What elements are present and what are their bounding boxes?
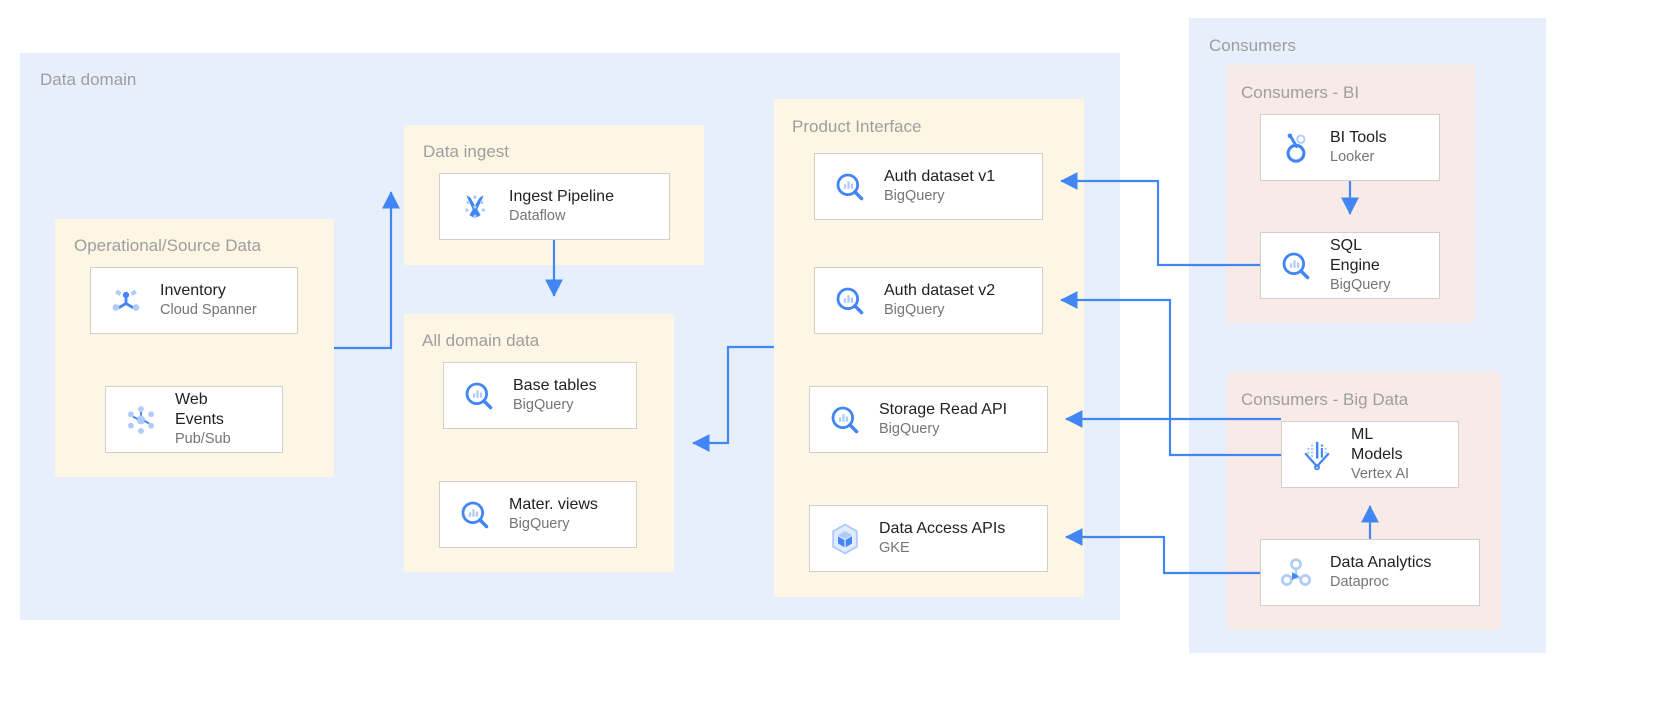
bigquery-icon [829,280,871,322]
dataproc-icon [1275,552,1317,594]
card-data-access-apis-subtitle: GKE [879,540,910,556]
card-data-analytics-title: Data Analytics [1330,554,1432,571]
card-auth-dataset-v2[interactable]: Auth dataset v2 BigQuery [814,267,1043,334]
card-auth-dataset-v1[interactable]: Auth dataset v1 BigQuery [814,153,1043,220]
card-data-analytics-subtitle: Dataproc [1330,574,1389,590]
bigquery-icon [829,166,871,208]
card-sql-engine[interactable]: SQL Engine BigQuery [1260,232,1440,299]
group-operational-source-data-label: Operational/Source Data [74,236,262,255]
looker-icon [1275,127,1317,169]
card-auth-dataset-v2-title: Auth dataset v2 [884,282,996,299]
card-mater-views-subtitle: BigQuery [509,516,570,532]
card-storage-read-api-subtitle: BigQuery [879,421,940,437]
card-bi-tools-title: BI Tools [1330,129,1387,146]
group-consumers-big-data-label: Consumers - Big Data [1241,390,1409,409]
card-mater-views-title: Mater. views [509,496,598,513]
card-auth-dataset-v2-subtitle: BigQuery [884,302,945,318]
card-sql-engine-subtitle: BigQuery [1330,277,1391,293]
card-data-analytics[interactable]: Data Analytics Dataproc [1260,539,1480,606]
card-ingest-pipeline-title: Ingest Pipeline [509,188,614,205]
card-ml-models-subtitle: Vertex AI [1351,466,1410,482]
vertex-ai-icon [1296,434,1338,476]
group-consumers-label: Consumers [1209,36,1296,55]
gke-icon [824,518,866,560]
bigquery-icon [1275,245,1317,287]
group-consumers-bi-label: Consumers - BI [1241,83,1360,102]
card-bi-tools[interactable]: BI Tools Looker [1260,114,1440,181]
card-web-events-title: Web Events [175,391,224,428]
group-product-interface-label: Product Interface [792,117,922,136]
card-inventory-subtitle: Cloud Spanner [160,302,257,318]
bigquery-icon [454,494,496,536]
card-mater-views[interactable]: Mater. views BigQuery [439,481,637,548]
card-base-tables[interactable]: Base tables BigQuery [443,362,637,429]
card-storage-read-api-title: Storage Read API [879,401,1008,418]
card-ml-models[interactable]: ML Models Vertex AI [1281,421,1459,488]
card-base-tables-subtitle: BigQuery [513,397,574,413]
group-all-domain-data-label: All domain data [422,331,540,350]
card-data-access-apis-title: Data Access APIs [879,520,1006,537]
card-sql-engine-title: SQL Engine [1330,237,1380,274]
bigquery-icon [824,399,866,441]
card-ml-models-title: ML Models [1351,426,1403,463]
pubsub-icon [120,399,162,441]
card-inventory-title: Inventory [160,282,226,299]
card-web-events-subtitle: Pub/Sub [175,431,231,447]
card-auth-dataset-v1-title: Auth dataset v1 [884,168,996,185]
bigquery-icon [458,375,500,417]
group-data-domain-label: Data domain [40,70,137,89]
group-data-ingest-label: Data ingest [423,142,509,161]
card-bi-tools-subtitle: Looker [1330,149,1375,165]
dataflow-icon [454,186,496,228]
card-inventory[interactable]: Inventory Cloud Spanner [90,267,298,334]
cloud-spanner-icon [105,280,147,322]
card-web-events[interactable]: Web Events Pub/Sub [105,386,283,453]
card-auth-dataset-v1-subtitle: BigQuery [884,188,945,204]
card-data-access-apis[interactable]: Data Access APIs GKE [809,505,1048,572]
card-ingest-pipeline[interactable]: Ingest Pipeline Dataflow [439,173,670,240]
card-base-tables-title: Base tables [513,377,597,394]
card-ingest-pipeline-subtitle: Dataflow [509,208,566,224]
card-storage-read-api[interactable]: Storage Read API BigQuery [809,386,1048,453]
